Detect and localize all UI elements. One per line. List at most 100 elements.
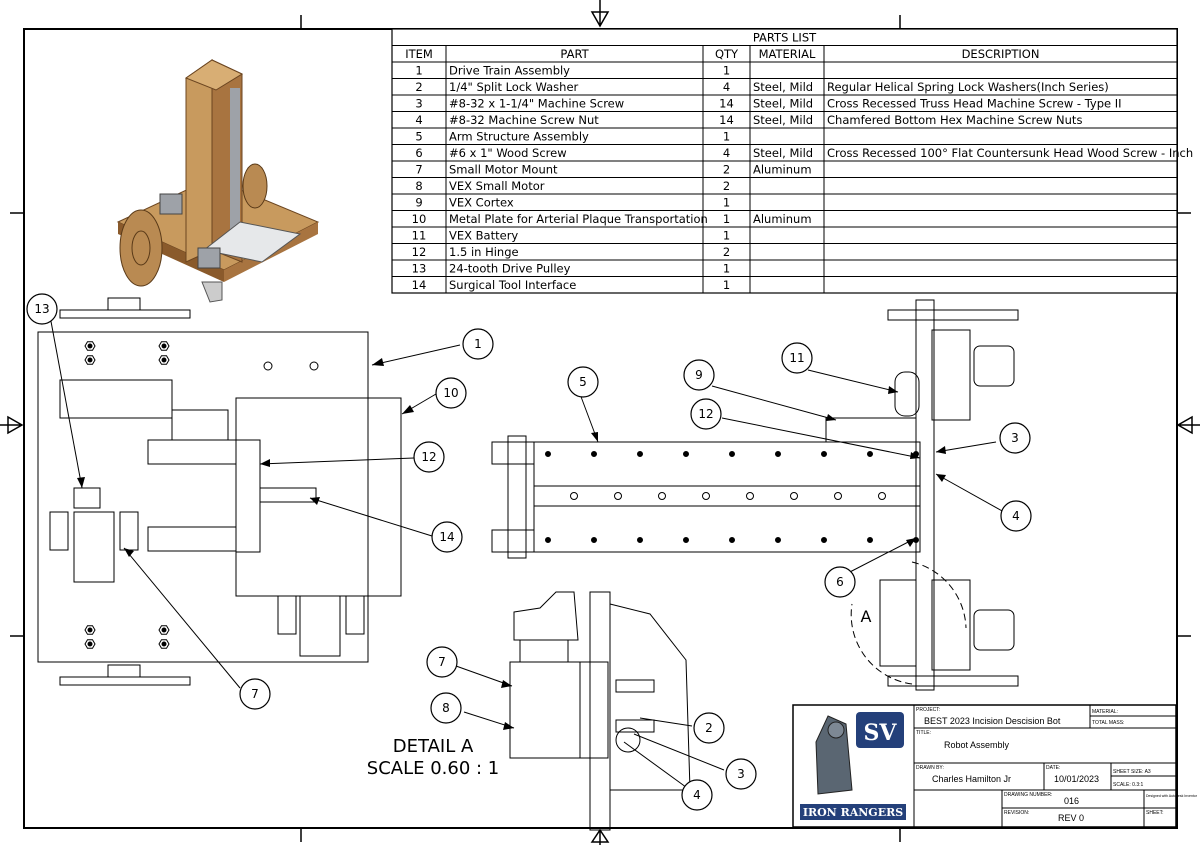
parts-list-cell: Drive Train Assembly	[449, 64, 570, 78]
balloon-4-side-view: 4	[1012, 509, 1020, 523]
parts-list-cell: Metal Plate for Arterial Plaque Transpor…	[449, 212, 708, 226]
revision-value: REV 0	[1058, 813, 1084, 823]
balloon-2: 2	[705, 721, 713, 735]
date-label: DATE:	[1046, 765, 1060, 771]
parts-list-cell: 8	[415, 179, 422, 193]
parts-list-cell: Arm Structure Assembly	[449, 130, 589, 144]
arm-hole	[821, 537, 827, 543]
hex-nut	[158, 355, 170, 365]
hex-nut	[158, 639, 170, 649]
hex-nut	[84, 639, 96, 649]
detail-label: DETAIL A	[393, 736, 474, 757]
balloon-8: 8	[442, 701, 450, 715]
parts-list-header: MATERIAL	[759, 47, 816, 61]
parts-list-cell: 1	[723, 229, 730, 243]
parts-list-cell: 10	[412, 212, 427, 226]
balloon-12-top-view: 12	[421, 450, 436, 464]
leader-arrowheads	[77, 358, 946, 730]
sheet-label: SHEET:	[1146, 810, 1164, 816]
parts-list-cell: Steel, Mild	[753, 113, 813, 127]
balloon-1: 1	[474, 337, 482, 351]
detail-callout-letter: A	[861, 607, 872, 626]
parts-list-cell: 4	[415, 113, 422, 127]
nut-hole	[161, 627, 167, 633]
detail-a-view	[509, 591, 691, 831]
parts-list-cell: 2	[723, 179, 730, 193]
drawn-by-name: Charles Hamilton Jr	[932, 774, 1011, 784]
arm-hole	[683, 537, 689, 543]
nut-hole	[161, 357, 167, 363]
parts-list-cell: 2	[415, 80, 422, 94]
arm-hole	[683, 451, 689, 457]
parts-list-cell: 7	[415, 163, 422, 177]
revision-label: REVISION:	[1004, 810, 1029, 816]
project-name: BEST 2023 Incision Descision Bot	[924, 716, 1061, 726]
total-mass-label: TOTAL MASS:	[1092, 720, 1124, 726]
designed-with: Designed with Autodesk Inventor	[1146, 794, 1198, 798]
parts-list-cell: #8-32 Machine Screw Nut	[449, 113, 599, 127]
parts-list-header: ITEM	[405, 47, 433, 61]
side-view	[491, 299, 1019, 691]
parts-list-title: PARTS LIST	[753, 31, 817, 45]
nut-hole	[87, 627, 93, 633]
nut-hole	[161, 641, 167, 647]
parts-list-header: QTY	[715, 47, 739, 61]
balloon-4-detail: 4	[693, 788, 701, 802]
arm-hole	[591, 451, 597, 457]
parts-list-cell: 1	[723, 278, 730, 292]
rail-screw	[878, 492, 886, 500]
parts-list-cell: 1	[723, 196, 730, 210]
parts-list-cell: Chamfered Bottom Hex Machine Screw Nuts	[827, 113, 1082, 127]
hex-nut	[158, 341, 170, 351]
hex-nut	[84, 625, 96, 635]
arm-hole	[775, 451, 781, 457]
rail-screw	[834, 492, 842, 500]
parts-list-cell: 12	[412, 245, 427, 259]
balloon-5: 5	[579, 375, 587, 389]
parts-list-cell: Regular Helical Spring Lock Washers(Inch…	[827, 80, 1109, 94]
screw-head	[263, 361, 273, 371]
hex-nut	[158, 625, 170, 635]
balloon-9: 9	[695, 368, 703, 382]
parts-list-header: DESCRIPTION	[962, 47, 1040, 61]
svg-text:SV: SV	[864, 720, 898, 746]
parts-list-cell: 2	[723, 245, 730, 259]
nut-hole	[87, 641, 93, 647]
parts-list-cell: Small Motor Mount	[449, 163, 558, 177]
parts-list-cell: VEX Battery	[449, 229, 518, 243]
title-block: SV IRON RANGERS PROJECT: MATERIAL: TOTAL…	[792, 704, 1198, 828]
hex-nut	[84, 341, 96, 351]
arm-hole	[729, 451, 735, 457]
svg-text:IRON RANGERS: IRON RANGERS	[803, 806, 903, 819]
arm-hole	[637, 537, 643, 543]
parts-list-cell: Aluminum	[753, 212, 812, 226]
rail-screw	[570, 492, 578, 500]
parts-list-cell: Steel, Mild	[753, 97, 813, 111]
balloon-circles	[26, 293, 1032, 811]
parts-list-cell: 9	[415, 196, 422, 210]
parts-list-cell: 11	[412, 229, 427, 243]
parts-list-cell: 1	[415, 64, 422, 78]
material-label: MATERIAL:	[1092, 709, 1118, 715]
rail-screw	[658, 492, 666, 500]
parts-list-cell: 4	[723, 80, 730, 94]
parts-list-cell: 14	[719, 113, 734, 127]
parts-list-cell: 3	[415, 97, 422, 111]
screw-head	[309, 361, 319, 371]
parts-list-cell: Aluminum	[753, 163, 812, 177]
parts-list-cell: VEX Cortex	[449, 196, 514, 210]
rail-screw	[702, 492, 710, 500]
arm-hole	[545, 537, 551, 543]
arm-hole	[867, 537, 873, 543]
balloon-10: 10	[443, 386, 458, 400]
drawing-number: 016	[1064, 796, 1079, 806]
scale-value: SCALE: 0.3:1	[1113, 782, 1144, 788]
parts-list-cell: 1	[723, 130, 730, 144]
parts-list-cell: #6 x 1" Wood Screw	[449, 146, 567, 160]
parts-list-cell: 14	[412, 278, 427, 292]
parts-list-cell: 1	[723, 212, 730, 226]
zone-ticks	[10, 15, 1191, 842]
balloon-14: 14	[439, 530, 454, 544]
